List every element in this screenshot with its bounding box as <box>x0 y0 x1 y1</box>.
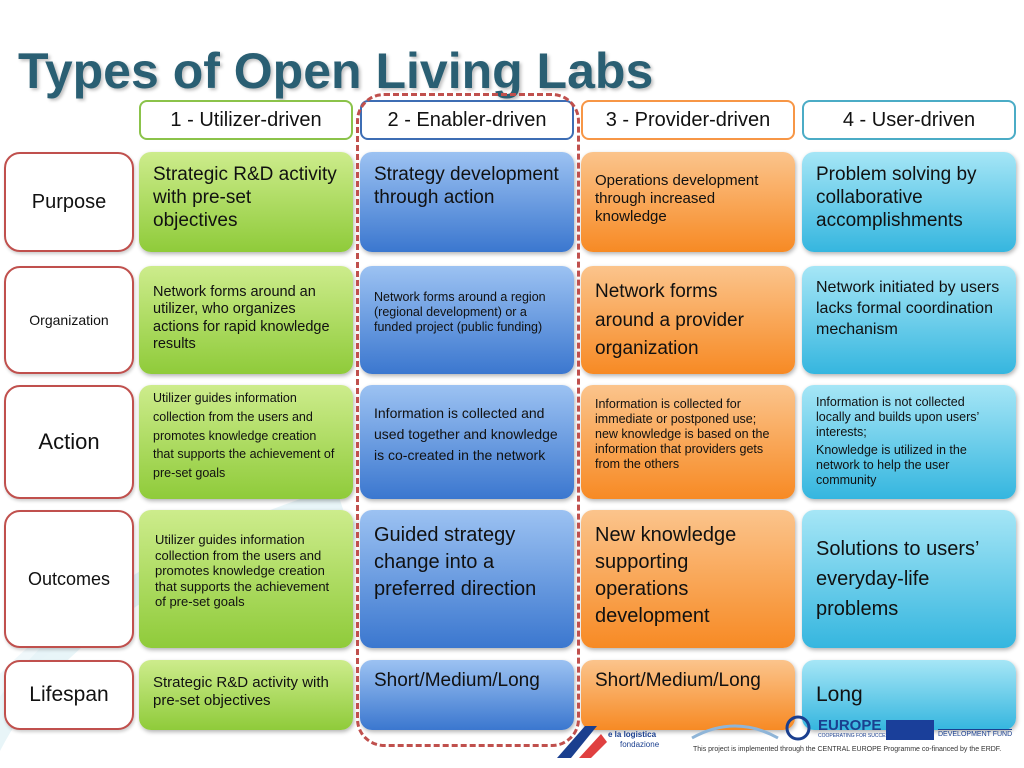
page-title: Types of Open Living Labs <box>18 43 654 99</box>
cell-organization-provider: Network forms around a provider organiza… <box>581 266 795 374</box>
central-europe-logo-title: EUROPE <box>818 717 882 734</box>
central-europe-logo-subtitle: COOPERATING FOR SUCCESS. <box>818 733 894 739</box>
cell-outcomes-user: Solutions to users’ everyday-life proble… <box>802 510 1016 648</box>
cell-lifespan-user: Long <box>802 660 1016 730</box>
cell-outcomes-provider: New knowledge supporting operations deve… <box>581 510 795 648</box>
cell-lifespan-utilizer: Strategic R&D activity with pre-set obje… <box>139 660 353 730</box>
cell-purpose-user: Problem solving by collaborative accompl… <box>802 152 1016 252</box>
central-europe-logo-icon <box>785 715 811 741</box>
cell-organization-user: Network initiated by users lacks formal … <box>802 266 1016 374</box>
erdf-logo-text: DEVELOPMENT FUND <box>938 729 1013 738</box>
action-user-line-2: Knowledge is utilized in the network to … <box>816 443 967 487</box>
cell-purpose-utilizer: Strategic R&D activity with pre-set obje… <box>139 152 353 252</box>
cell-purpose-enabler: Strategy development through action <box>360 152 574 252</box>
cell-organization-utilizer: Network forms around an utilizer, who or… <box>139 266 353 374</box>
row-label-outcomes: Outcomes <box>4 510 134 648</box>
column-header-user: 4 - User-driven <box>802 100 1016 140</box>
partner-arc-logo-icon <box>691 724 779 740</box>
footer-note: This project is implemented through the … <box>693 746 1002 753</box>
cell-outcomes-enabler: Guided strategy change into a preferred … <box>360 510 574 648</box>
action-user-line-1: Information is not collected locally and… <box>816 395 979 439</box>
foundation-logo-icon <box>557 726 607 758</box>
cell-action-enabler: Information is collected and used togeth… <box>360 385 574 499</box>
row-label-action: Action <box>4 385 134 499</box>
foundation-logo-line-1: e la logistica <box>608 730 657 739</box>
cell-lifespan-provider: Short/Medium/Long <box>581 660 795 730</box>
cell-lifespan-enabler: Short/Medium/Long <box>360 660 574 730</box>
row-label-organization: Organization <box>4 266 134 374</box>
cell-organization-enabler: Network forms around a region (regional … <box>360 266 574 374</box>
foundation-logo-line-2: fondazione <box>620 740 660 749</box>
column-header-provider: 3 - Provider-driven <box>581 100 795 140</box>
column-header-utilizer: 1 - Utilizer-driven <box>139 100 353 140</box>
cell-purpose-provider: Operations development through increased… <box>581 152 795 252</box>
cell-action-provider: Information is collected for immediate o… <box>581 385 795 499</box>
cell-action-user: Information is not collected locally and… <box>802 385 1016 499</box>
cell-outcomes-utilizer: Utilizer guides information collection f… <box>139 510 353 648</box>
cell-action-utilizer: Utilizer guides information collection f… <box>139 385 353 499</box>
row-label-lifespan: Lifespan <box>4 660 134 730</box>
column-header-enabler: 2 - Enabler-driven <box>360 100 574 140</box>
row-label-purpose: Purpose <box>4 152 134 252</box>
eu-flag-icon <box>886 720 934 740</box>
